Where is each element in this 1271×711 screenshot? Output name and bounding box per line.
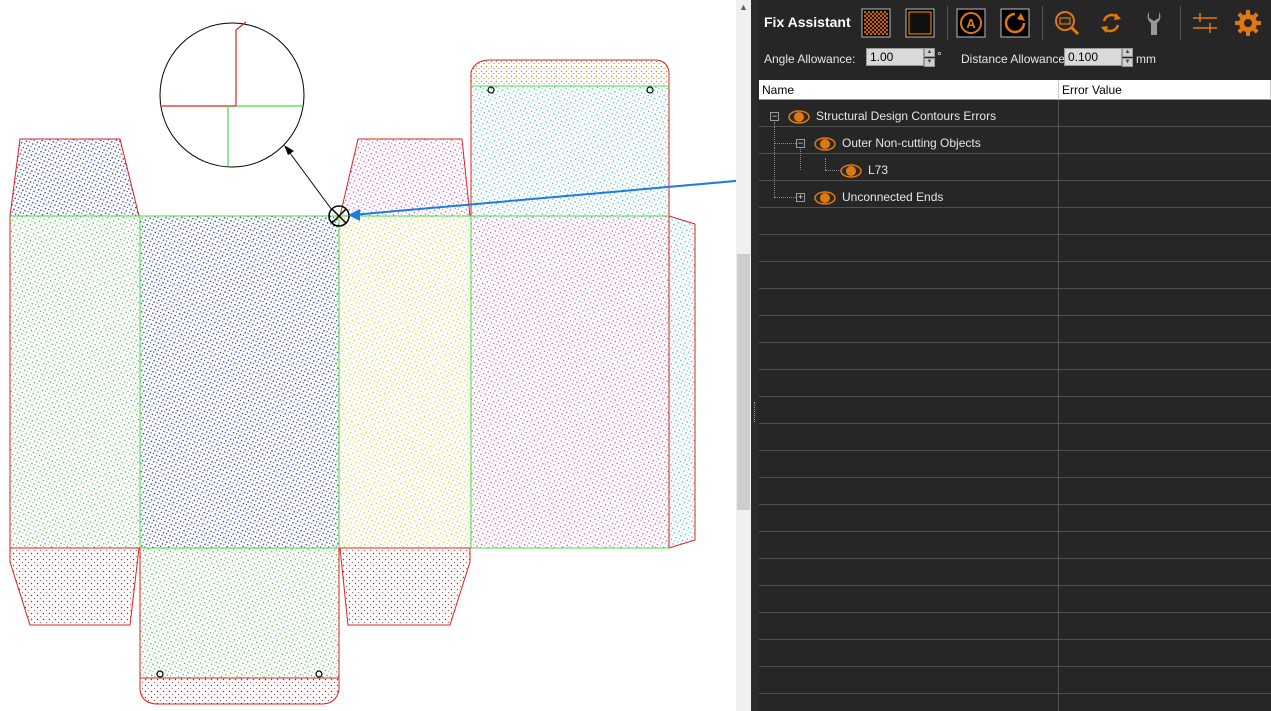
top-cyan-panel — [471, 86, 669, 216]
distance-allowance-spinner[interactable]: ▲ ▼ — [1122, 48, 1133, 67]
angle-allowance-input[interactable] — [866, 48, 924, 66]
fix-assistant-toolbar: Fix Assistant A — [758, 0, 1271, 46]
grid-row[interactable] — [759, 289, 1271, 316]
spin-down-icon[interactable]: ▼ — [924, 58, 935, 67]
grid-row[interactable] — [759, 532, 1271, 559]
back-panel — [471, 216, 669, 548]
splitter-grip-icon — [754, 402, 756, 422]
grid-row[interactable] — [759, 343, 1271, 370]
hatch-fill-icon — [861, 8, 891, 38]
allowance-options: Angle Allowance: ▲ ▼ ° Distance Allowanc… — [758, 46, 1271, 74]
bottom-left-flap — [9, 547, 140, 626]
grid-row[interactable] — [759, 316, 1271, 343]
bottom-tuck-flap — [139, 677, 340, 705]
canvas-vertical-scrollbar[interactable]: ▲ — [736, 0, 751, 711]
fix-loop-button[interactable] — [1000, 8, 1030, 38]
solid-fill-icon — [905, 8, 935, 38]
eye-icon[interactable] — [814, 137, 836, 151]
distance-unit: mm — [1136, 52, 1156, 66]
grid-row[interactable] — [759, 262, 1271, 289]
bottom-green-panel — [140, 548, 339, 678]
grid-row[interactable] — [759, 127, 1271, 154]
grid-row[interactable] — [759, 370, 1271, 397]
spin-up-icon[interactable]: ▲ — [1122, 48, 1133, 57]
grid-row[interactable] — [759, 397, 1271, 424]
zoom-to-error-button[interactable] — [1052, 8, 1082, 38]
zoom-error-icon — [1055, 11, 1080, 36]
tree-label: Outer Non-cutting Objects — [842, 136, 981, 150]
drawing-canvas[interactable] — [0, 0, 736, 711]
panel-splitter[interactable] — [751, 0, 758, 711]
distance-allowance-input[interactable] — [1064, 48, 1122, 66]
grid-row[interactable] — [759, 478, 1271, 505]
eye-icon[interactable] — [788, 110, 810, 124]
grid-row[interactable] — [759, 694, 1271, 711]
fix-assistant-panel: Fix Assistant A — [758, 0, 1271, 711]
left-panel — [10, 216, 139, 548]
auto-fix-icon: A — [956, 8, 986, 38]
grid-row[interactable] — [759, 559, 1271, 586]
grid-row[interactable] — [759, 640, 1271, 667]
column-header-error-value[interactable]: Error Value — [1059, 80, 1271, 100]
collapse-icon[interactable]: − — [796, 138, 805, 148]
front-panel — [140, 216, 339, 548]
spin-up-icon[interactable]: ▲ — [924, 48, 935, 57]
grid-row[interactable] — [759, 154, 1271, 181]
grid-row[interactable] — [759, 505, 1271, 532]
solid-fill-button[interactable] — [905, 8, 935, 38]
scroll-thumb[interactable] — [737, 254, 750, 510]
top-left-flap — [9, 138, 140, 217]
grid-row[interactable] — [759, 235, 1271, 262]
tree-label: Unconnected Ends — [842, 190, 944, 204]
tree-label: Structural Design Contours Errors — [816, 109, 997, 123]
column-header-name[interactable]: Name — [759, 80, 1059, 100]
angle-unit: ° — [937, 49, 942, 63]
angle-allowance-spinner[interactable]: ▲ ▼ — [924, 48, 935, 67]
grid-row[interactable] — [759, 208, 1271, 235]
panel-title: Fix Assistant — [764, 14, 851, 30]
distance-allowance-label: Distance Allowance: — [961, 52, 1069, 66]
eye-icon[interactable] — [840, 164, 862, 178]
gear-button[interactable] — [1233, 8, 1263, 38]
expand-icon[interactable]: + — [796, 192, 805, 202]
fix-loop-icon — [1000, 8, 1030, 38]
angle-allowance-label: Angle Allowance: — [764, 52, 856, 66]
grid-row[interactable] — [759, 667, 1271, 694]
box-dieline-drawing — [9, 21, 696, 705]
grid-row[interactable] — [759, 181, 1271, 208]
top-middle-flap — [339, 138, 471, 217]
grid-row[interactable] — [759, 613, 1271, 640]
align-icon — [1193, 13, 1217, 33]
grid-row[interactable] — [759, 451, 1271, 478]
error-tree-grid: Name Error Value − Structural Design Con… — [759, 80, 1271, 711]
auto-fix-button[interactable]: A — [956, 8, 986, 38]
glue-flap — [668, 215, 696, 549]
magnifier-callout — [159, 21, 333, 211]
hatch-fill-button[interactable] — [861, 8, 891, 38]
bottom-middle-flap — [339, 547, 471, 626]
settings-tool-button[interactable] — [1139, 8, 1169, 38]
collapse-icon[interactable]: − — [770, 111, 779, 121]
spin-down-icon[interactable]: ▼ — [1122, 58, 1133, 67]
gear-icon — [1235, 10, 1261, 36]
grid-row[interactable] — [759, 424, 1271, 451]
eye-icon[interactable] — [814, 191, 836, 205]
grid-row[interactable] — [759, 586, 1271, 613]
refresh-icon — [1101, 13, 1121, 33]
scroll-up-arrow-icon[interactable]: ▲ — [739, 2, 748, 12]
side-panel — [339, 216, 471, 548]
wrench-icon — [1147, 12, 1161, 35]
align-button[interactable] — [1190, 8, 1220, 38]
refresh-button[interactable] — [1096, 8, 1126, 38]
tree-label: L73 — [868, 163, 889, 177]
svg-text:A: A — [966, 16, 976, 31]
top-tuck-flap — [470, 59, 670, 87]
grid-row[interactable] — [759, 100, 1271, 127]
